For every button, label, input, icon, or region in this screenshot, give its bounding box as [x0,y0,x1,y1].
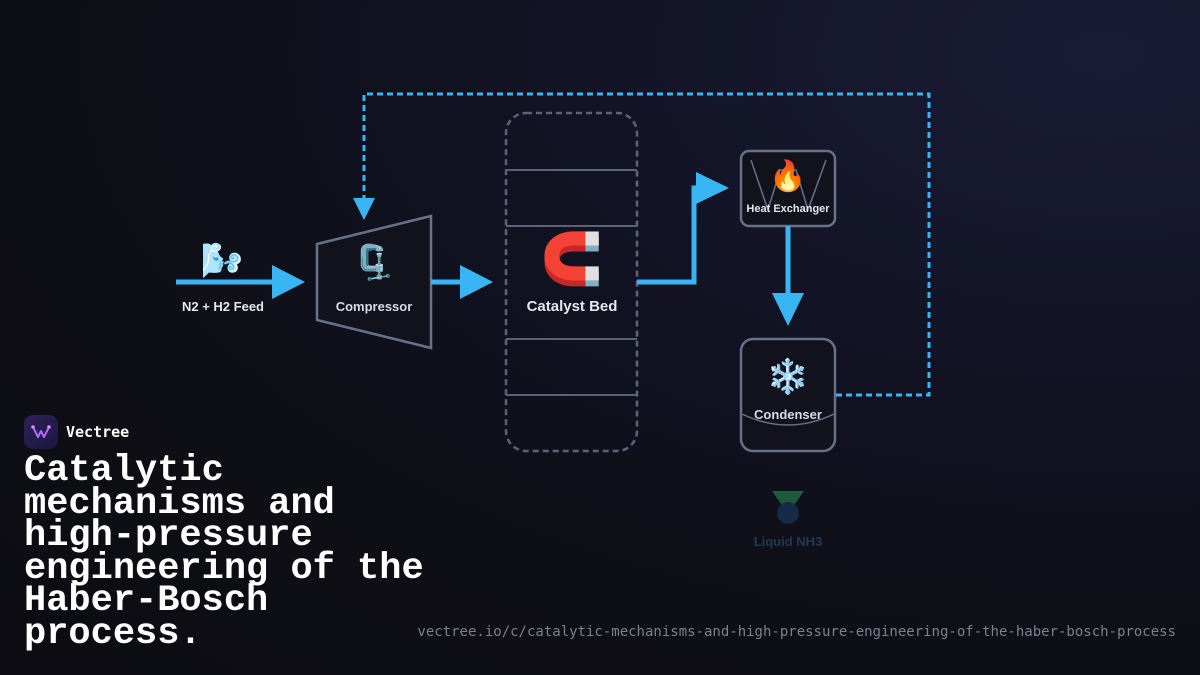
catalyst-outlet-line [637,185,700,285]
heat-exchanger-label: Heat Exchanger [746,203,830,215]
droplet-icon [777,502,799,524]
product-label: Liquid NH3 [754,534,823,549]
page-title: Catalytic mechanisms and high-pressure e… [24,450,424,655]
magnet-icon: 🧲 [541,230,603,288]
clamp-icon: 🗜️ [353,243,395,283]
condenser-label: Condenser [754,407,822,422]
recycle-line [362,92,931,397]
compressor-shape [315,214,433,350]
exchanger-outlet-arrowhead [772,293,804,326]
feed-arrowhead [272,265,305,299]
wind-face-icon: 🌬️ [201,241,243,281]
compressor-outlet-arrowhead [460,265,493,299]
heat-exchanger-tubes [750,159,827,213]
brand-name: Vectree [66,423,130,441]
fire-icon: 🔥 [769,158,806,194]
brand: Vectree [24,415,129,449]
snowflake-icon: ❄️ [767,357,809,397]
condenser-level [741,413,835,426]
compressor-label: Compressor [336,299,413,314]
catalyst-outlet-arrowhead [696,172,729,204]
vectree-logo-icon [24,415,58,449]
recycle-arrowhead [353,198,375,220]
page-url: vectree.io/c/catalytic-mechanisms-and-hi… [417,624,1176,640]
feed-label: N2 + H2 Feed [182,299,264,314]
catalyst-label: Catalyst Bed [527,298,618,315]
